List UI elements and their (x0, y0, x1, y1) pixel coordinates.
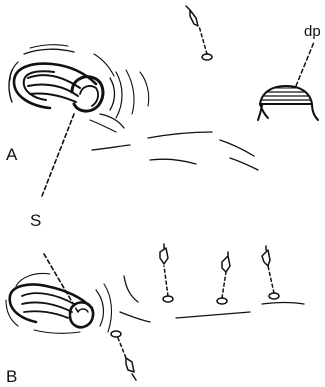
dp-structure (258, 86, 318, 120)
s-leader-a (42, 114, 74, 196)
sensillum-icon (186, 6, 212, 60)
panel-label-a: A (6, 145, 18, 164)
sensillum-icon (160, 244, 173, 302)
panel-a-body-outline (92, 132, 258, 170)
panel-b-structure (6, 274, 111, 334)
s-label: S (30, 211, 41, 230)
sensillum-icon (111, 331, 136, 380)
panel-label-b: B (6, 367, 17, 386)
dp-leader (296, 42, 314, 86)
dp-label: dp (304, 23, 321, 40)
panel-a-structure (9, 45, 149, 132)
sensillum-icon (262, 246, 279, 299)
sensillum-icon (217, 252, 230, 304)
